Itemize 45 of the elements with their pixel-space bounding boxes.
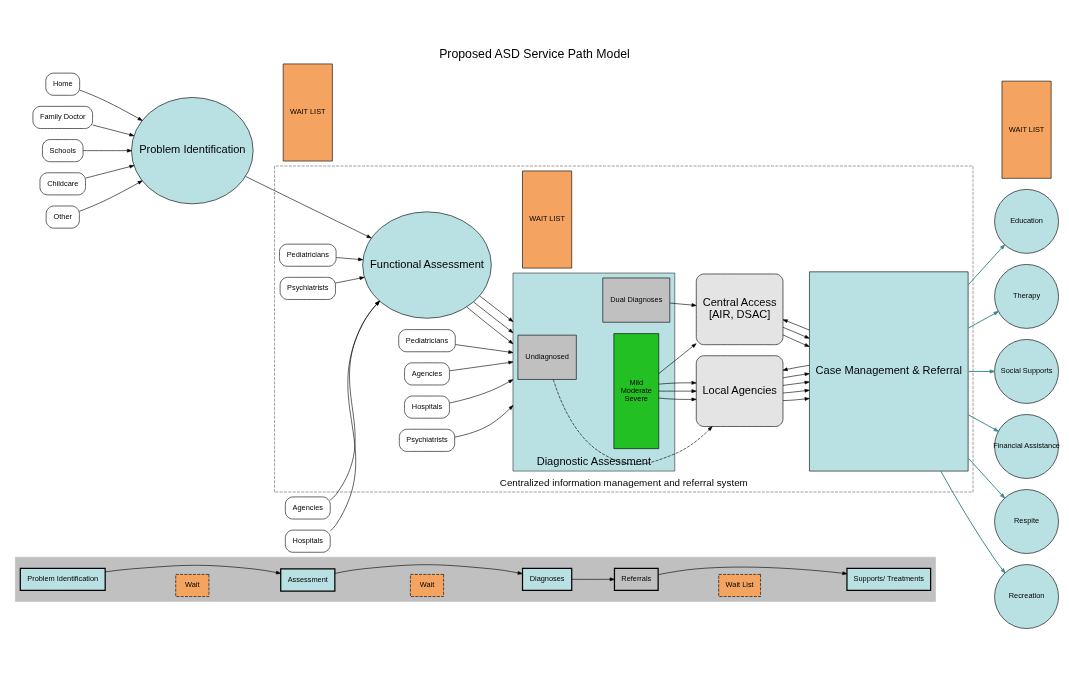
arrow — [105, 564, 281, 574]
arrow — [967, 457, 1006, 498]
arrow — [479, 295, 514, 322]
arrow — [336, 256, 364, 261]
node-box: Central Access [AIR, DSAC] — [695, 273, 784, 345]
arrow — [967, 368, 995, 373]
node-box: Local Agencies — [695, 354, 784, 427]
diagram-title: Proposed ASD Service Path Model — [439, 46, 630, 61]
arrow — [967, 310, 999, 329]
arrow — [967, 243, 1006, 285]
arrow — [658, 397, 697, 401]
arrow — [669, 302, 697, 307]
node-ellipse: Functional Assessment — [362, 211, 492, 319]
arrow — [782, 396, 810, 401]
arrow — [967, 413, 999, 432]
arrow — [85, 164, 135, 178]
arrow — [553, 378, 713, 465]
arrow — [82, 148, 132, 152]
arrow — [454, 404, 514, 437]
arrow — [473, 301, 514, 333]
arrow — [466, 306, 514, 344]
arrow — [782, 334, 810, 347]
arrow — [782, 364, 810, 371]
arrow — [245, 175, 372, 238]
arrow — [782, 371, 810, 378]
arrow — [782, 380, 810, 386]
arrow — [940, 470, 1006, 573]
arrow — [782, 388, 810, 393]
node-box: Case Management & Referral — [809, 271, 969, 471]
arrow — [657, 566, 848, 575]
arrow — [782, 326, 810, 339]
arrow — [658, 380, 697, 385]
cluster — [15, 556, 936, 602]
arrow — [335, 275, 365, 283]
arrow — [782, 318, 810, 330]
arrow — [658, 388, 697, 393]
arrow — [334, 563, 523, 575]
arrow — [449, 360, 514, 371]
arrow — [449, 378, 514, 403]
arrow — [79, 179, 143, 212]
arrow — [79, 89, 143, 121]
arrow — [571, 577, 615, 581]
arrow — [658, 342, 697, 374]
arrow — [455, 343, 514, 354]
arrow — [92, 124, 135, 136]
